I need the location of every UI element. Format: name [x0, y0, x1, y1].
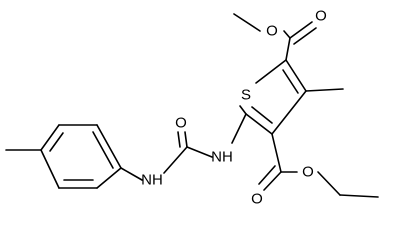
bond-carbonyl-c-o-double-a: [289, 21, 313, 39]
atom-o-ester1-carbonyl: O: [315, 8, 327, 25]
bonds: [5, 13, 379, 198]
atom-s-thiophene: S: [241, 87, 251, 104]
atom-nh-thiophene: NH: [211, 149, 233, 166]
atom-labels: O O S O O O NH NH: [141, 8, 327, 208]
bond-n-urea-c: [186, 146, 213, 158]
atom-o-ester1-ether: O: [266, 23, 278, 40]
bond-carbonyl-c-o-double-b: [293, 27, 317, 45]
bond-urea-c-n2: [163, 146, 188, 174]
molecule-structure: O O S O O O NH NH: [5, 8, 379, 208]
bond-n2-aryl: [120, 167, 143, 181]
bond-s-c5: [239, 105, 247, 115]
bond-carbonyl-c-ring: [285, 37, 291, 61]
bond-ar-6: [96, 167, 122, 189]
atom-o-ester2-ether: O: [302, 164, 314, 181]
bond-methyl-o: [233, 13, 261, 32]
atom-o-ester2-carbonyl: O: [251, 191, 263, 208]
bond-c2-c3-inner: [282, 69, 299, 94]
bond-ar-4: [40, 149, 60, 189]
bond-c5-n: [231, 113, 247, 144]
atom-o-urea: O: [175, 115, 187, 132]
bond-c4-carbonyl-c: [271, 133, 282, 173]
bond-ar-1-inner: [92, 131, 114, 169]
bond-o-carbonyl-c: [283, 30, 291, 39]
bond-ar-1: [96, 124, 122, 169]
bond-c2-c3: [285, 59, 307, 92]
bond-c5-c4: [245, 113, 273, 135]
bond-c2-s: [255, 59, 287, 84]
bond-urea-c-o-a: [184, 131, 188, 148]
bond-ch2-ch3: [339, 194, 379, 198]
bond-ar-3-inner: [49, 132, 64, 152]
bond-ar-3: [40, 124, 60, 151]
bond-urea-c-o-b: [177, 131, 181, 148]
bond-carbonyl-c-o-double2-b: [258, 165, 276, 185]
bond-c3-methyl: [305, 88, 344, 92]
bond-c5-c4-inner: [251, 106, 273, 124]
bond-o-ch2: [317, 171, 341, 196]
bond-carbonyl-c-o-double2-a: [263, 171, 282, 191]
bond-c4-c3: [271, 90, 307, 135]
atom-nh-aryl: NH: [141, 172, 163, 189]
